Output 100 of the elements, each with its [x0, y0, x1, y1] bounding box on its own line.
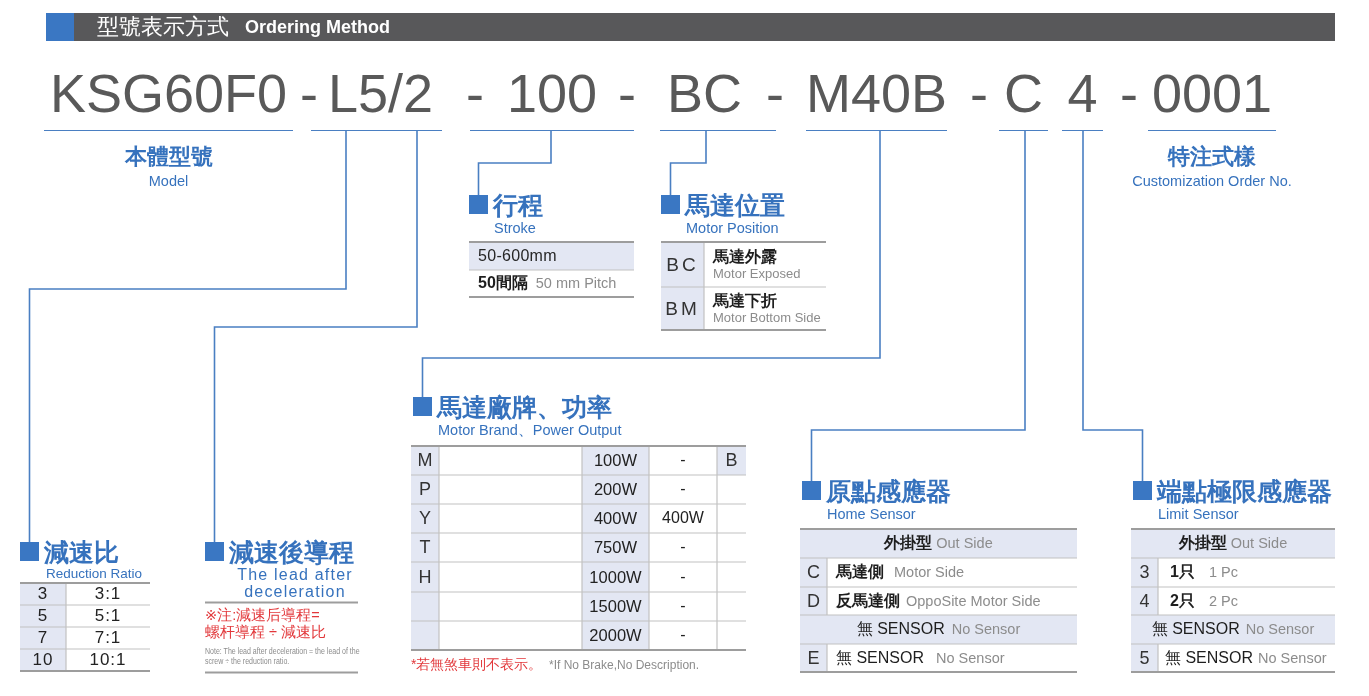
- section-heading: 減速後導程: [229, 539, 354, 565]
- footnote-text: *If No Brake,No Description.: [549, 658, 700, 673]
- option-label: 馬達外露: [713, 248, 777, 267]
- option-code: B: [725, 450, 738, 471]
- option-code: Y: [419, 508, 431, 529]
- english-label: No Sensor: [1245, 621, 1315, 638]
- english-label: Motor Side: [894, 564, 965, 581]
- option-label: 50間隔: [478, 274, 528, 293]
- section-heading: 馬達廠牌、功率: [437, 394, 612, 420]
- connector-line: [810, 130, 1026, 482]
- section-heading: 原點感應器: [826, 478, 951, 504]
- connector-line: [477, 130, 552, 196]
- ratio-value: 3: [37, 584, 49, 604]
- code-segment: /2: [388, 62, 442, 131]
- header-title: 型號表示方式: [97, 13, 229, 41]
- option-label: 馬達側: [836, 563, 884, 582]
- brake-value: -: [680, 451, 686, 470]
- ratio-value: 5:1: [94, 606, 122, 626]
- spec-value: 50-600mm: [478, 246, 557, 266]
- english-label: No Sensor: [1258, 649, 1327, 667]
- option-label: 馬達下折: [713, 292, 777, 311]
- separator-dash: -: [970, 62, 988, 124]
- section-subtitle: Reduction Ratio: [46, 566, 143, 582]
- brake-value: 400W: [662, 509, 704, 528]
- section-subtitle: Motor Brand、Power Output: [438, 422, 622, 438]
- power-value: 100W: [593, 451, 638, 470]
- footnote-text: *若無煞車則不表示。: [411, 656, 543, 673]
- english-label: 50 mm Pitch: [535, 275, 617, 292]
- ratio-value: 3:1: [94, 584, 122, 604]
- english-label: Out Side: [1230, 535, 1288, 552]
- power-value: 200W: [593, 480, 638, 499]
- connector-line: [213, 130, 418, 543]
- caption-text: Model: [148, 173, 189, 189]
- section-subtitle: Limit Sensor: [1158, 506, 1239, 522]
- brake-value: -: [680, 597, 686, 616]
- section-heading: 行程: [493, 192, 543, 218]
- code-segment: 4: [1062, 62, 1103, 131]
- brake-value: -: [680, 538, 686, 557]
- option-label: 無 SENSOR: [1151, 620, 1240, 639]
- power-value: 2000W: [589, 626, 642, 645]
- option-code: BC: [666, 253, 699, 276]
- code-segment: M40B: [806, 62, 947, 131]
- option-label: 無 SENSOR: [856, 620, 945, 639]
- formula-note: ※注:減速后導程=螺杆導程 ÷ 減速比: [205, 607, 326, 641]
- english-label: Motor Exposed: [713, 266, 801, 281]
- english-label: 1 Pc: [1208, 564, 1238, 581]
- option-label: 2只: [1170, 591, 1195, 611]
- option-label: 無 SENSOR: [1165, 648, 1253, 668]
- brake-value: -: [680, 567, 686, 587]
- brake-value: -: [680, 626, 686, 645]
- english-label: Motor Bottom Side: [713, 310, 821, 325]
- power-value: 750W: [593, 538, 638, 557]
- separator-dash: -: [1120, 62, 1138, 124]
- option-code: C: [807, 562, 820, 583]
- ratio-value: 10: [32, 650, 54, 670]
- option-code: BM: [665, 297, 700, 320]
- header-bar: [46, 13, 1335, 41]
- option-label: 無 SENSOR: [836, 648, 924, 668]
- connector-line: [669, 130, 707, 196]
- option-label: 反馬達側: [836, 591, 900, 611]
- option-code: 3: [1139, 562, 1150, 583]
- ratio-value: 7: [37, 628, 49, 648]
- power-value: 1000W: [589, 567, 642, 587]
- section-subtitle: Home Sensor: [827, 506, 916, 522]
- caption-text: Customization Order No.: [1132, 173, 1292, 189]
- option-label: 外掛型: [884, 534, 933, 553]
- ratio-value: 7:1: [94, 628, 122, 648]
- header-title: Ordering Method: [245, 16, 390, 39]
- caption-text: 特注式樣: [1168, 144, 1256, 169]
- connector-line: [1082, 130, 1144, 482]
- connector-line: [421, 130, 881, 398]
- option-code: P: [419, 479, 431, 500]
- code-segment: 0001: [1148, 62, 1276, 131]
- power-value: 1500W: [589, 597, 642, 616]
- english-label: No Sensor: [951, 621, 1021, 638]
- brake-value: -: [680, 480, 686, 499]
- option-code: T: [419, 537, 431, 558]
- section-subtitle: The lead after deceleration: [236, 566, 354, 600]
- power-value: 400W: [593, 509, 638, 528]
- english-label: 2 Pc: [1208, 592, 1238, 610]
- option-code: E: [807, 647, 820, 669]
- formula-note: Note: The lead after deceleration = the lead of the screw ÷ the reduction ratio.: [205, 646, 361, 666]
- section-heading: 減速比: [44, 539, 119, 565]
- connector-line: [28, 130, 347, 543]
- section-heading: 端點極限感應器: [1157, 478, 1332, 504]
- english-label: Out Side: [936, 535, 993, 552]
- caption-text: 本體型號: [124, 144, 213, 169]
- code-segment: C: [999, 62, 1048, 131]
- section-subtitle: Stroke: [494, 220, 536, 236]
- option-code: 5: [1139, 647, 1150, 669]
- english-label: No Sensor: [936, 649, 1005, 667]
- option-label: 外掛型: [1178, 534, 1227, 553]
- section-heading: 馬達位置: [685, 192, 785, 218]
- separator-dash: -: [618, 62, 636, 124]
- option-label: 1只: [1170, 563, 1195, 582]
- option-code: H: [418, 566, 432, 588]
- option-code: D: [807, 590, 820, 612]
- english-label: OppoSite Motor Side: [906, 592, 1041, 610]
- ratio-value: 5: [37, 606, 49, 626]
- code-segment: KSG60F0: [44, 62, 293, 131]
